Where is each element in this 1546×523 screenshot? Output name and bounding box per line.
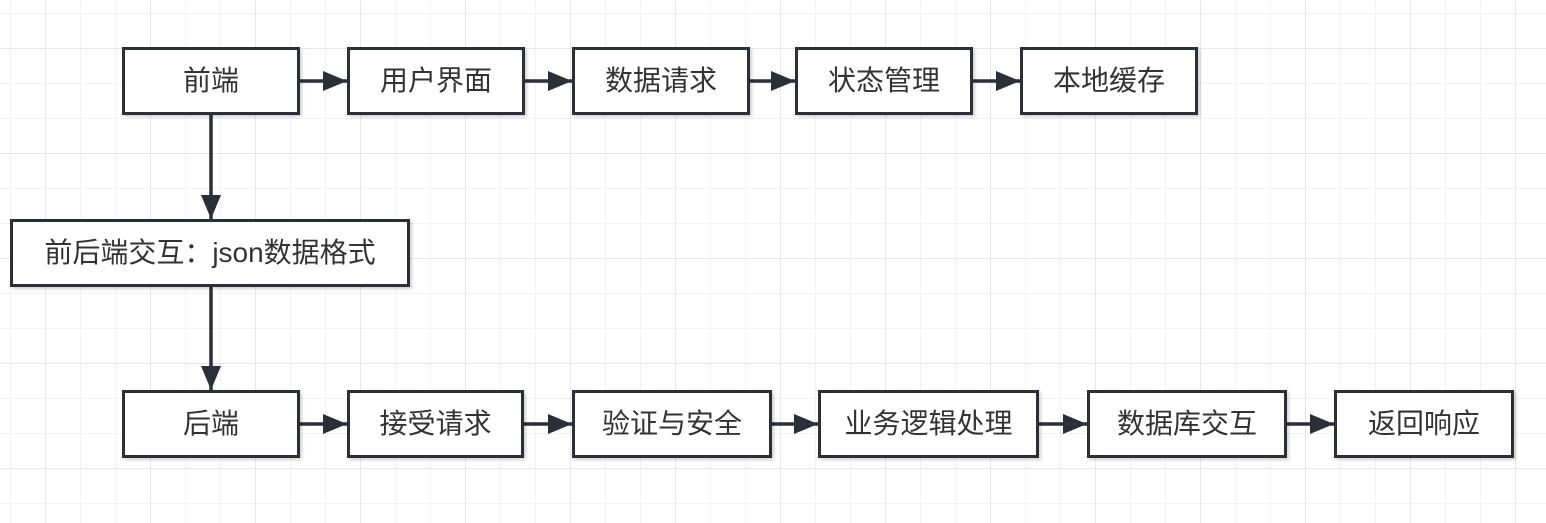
node-frontend-backend-interaction-label: 前后端交互：json数据格式 — [44, 237, 376, 268]
node-database-interaction-label: 数据库交互 — [1116, 408, 1257, 439]
node-receive-request: 接受请求 — [347, 390, 524, 458]
node-frontend: 前端 — [122, 47, 300, 115]
node-state-management-label: 状态管理 — [827, 65, 940, 96]
node-data-request-label: 数据请求 — [604, 65, 717, 96]
node-local-cache-label: 本地缓存 — [1052, 65, 1165, 96]
node-business-logic: 业务逻辑处理 — [818, 390, 1039, 458]
node-state-management: 状态管理 — [795, 47, 973, 115]
node-user-interface-label: 用户界面 — [379, 65, 492, 96]
node-local-cache: 本地缓存 — [1020, 47, 1198, 115]
node-database-interaction: 数据库交互 — [1087, 390, 1287, 458]
node-frontend-label: 前端 — [182, 65, 239, 96]
node-business-logic-label: 业务逻辑处理 — [844, 408, 1013, 439]
node-return-response: 返回响应 — [1334, 390, 1514, 458]
node-backend-label: 后端 — [182, 408, 239, 439]
node-validation-security: 验证与安全 — [572, 390, 772, 458]
node-data-request: 数据请求 — [572, 47, 750, 115]
node-frontend-backend-interaction: 前后端交互：json数据格式 — [10, 219, 410, 287]
node-backend: 后端 — [122, 390, 300, 458]
node-user-interface: 用户界面 — [347, 47, 525, 115]
node-validation-security-label: 验证与安全 — [601, 408, 742, 439]
node-receive-request-label: 接受请求 — [379, 408, 492, 439]
node-return-response-label: 返回响应 — [1367, 408, 1480, 439]
